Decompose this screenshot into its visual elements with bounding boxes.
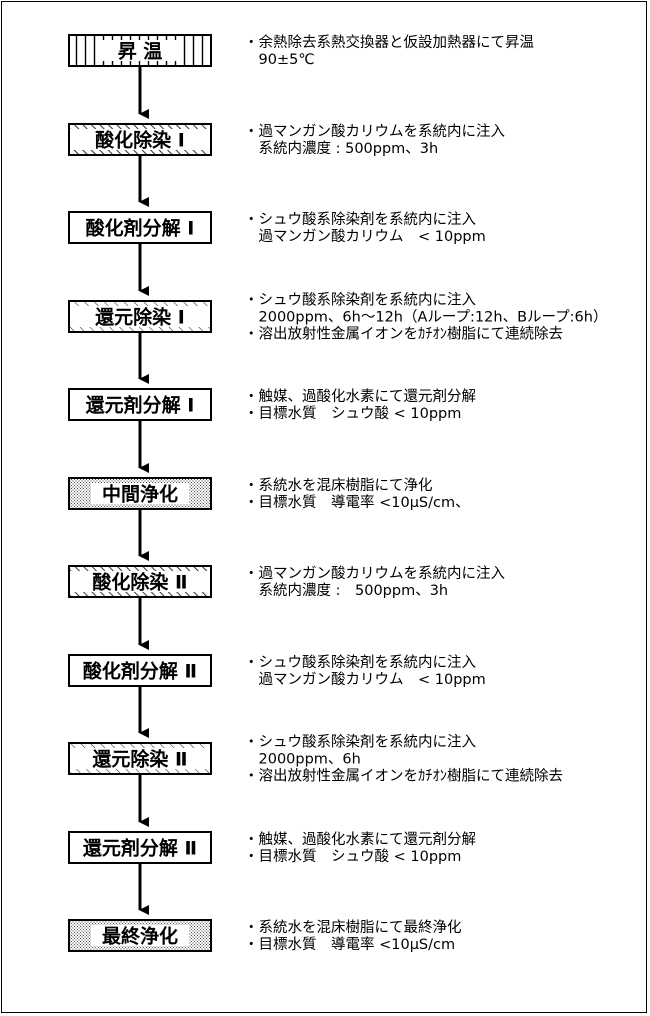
step-note-line: ・余熱除去系熱交換器と仮設加熱器にて昇温 — [244, 33, 534, 51]
step-box — [68, 388, 212, 421]
flow-step: 最終浄化 ・系統水を混床樹脂にて最終浄化・目標水質 導電率 <10μS/cm — [68, 919, 462, 953]
step-note-line: ・系統水を混床樹脂にて浄化 — [244, 477, 433, 494]
step-note-line: ・目標水質 シュウ酸 < 10ppm — [244, 404, 461, 422]
flow-step: 昇 温 ・余熱除去系熱交換器と仮設加熱器にて昇温 90±5℃ — [68, 33, 534, 68]
flow-step: 酸化除染 Ⅰ ・過マンガン酸カリウムを系統内に注入 系統内濃度 : 500ppm、… — [68, 123, 505, 157]
step-note-line: 2000ppm、6h～12h（Aループ:12h、Bループ:6h） — [244, 309, 607, 326]
flow-step: 酸化除染 Ⅱ ・過マンガン酸カリウムを系統内に注入 系統内濃度 : 500ppm、… — [68, 565, 505, 599]
step-note-line: ・目標水質 シュウ酸 < 10ppm — [244, 847, 461, 865]
step-note-line: ・過マンガン酸カリウムを系統内に注入 — [244, 123, 505, 140]
flow-step: 還元剤分解 Ⅰ ・触媒、過酸化水素にて還元剤分解・目標水質 シュウ酸 < 10pp… — [68, 388, 476, 422]
step-note-line: ・系統水を混床樹脂にて最終浄化 — [244, 919, 462, 936]
label-backdrop — [70, 571, 210, 592]
label-backdrop — [101, 40, 179, 61]
flow-step: 酸化剤分解 Ⅰ ・シュウ酸系除染剤を系統内に注入 過マンガン酸カリウム < 10p… — [68, 211, 486, 245]
step-note-line: ・シュウ酸系除染剤を系統内に注入 — [244, 292, 476, 309]
step-label: 還元剤分解 Ⅰ — [86, 394, 195, 417]
step-note-line: 過マンガン酸カリウム < 10ppm — [244, 228, 486, 245]
step-note-line: ・溶出放射性金属イオンをｶﾁｵﾝ樹脂にて連続除去 — [244, 326, 563, 343]
step-note-line: ・触媒、過酸化水素にて還元剤分解 — [244, 388, 476, 405]
step-note-line: ・シュウ酸系除染剤を系統内に注入 — [244, 654, 476, 671]
step-label: 最終浄化 — [102, 925, 178, 948]
flow-step: 酸化剤分解 Ⅱ ・シュウ酸系除染剤を系統内に注入 過マンガン酸カリウム < 10p… — [68, 654, 486, 688]
step-label: 還元剤分解 Ⅱ — [83, 837, 197, 860]
step-note-line: 系統内濃度 : 500ppm、3h — [244, 140, 438, 157]
flow-step: 中間浄化 ・系統水を混床樹脂にて浄化・目標水質 導電率 <10μS/cm、 — [68, 477, 470, 511]
step-note-line: ・溶出放射性金属イオンをｶﾁｵﾝ樹脂にて連続除去 — [244, 768, 563, 785]
step-note-line: 過マンガン酸カリウム < 10ppm — [244, 671, 486, 688]
step-box — [68, 211, 212, 244]
step-label: 酸化除染 Ⅰ — [95, 129, 185, 152]
step-note-line: ・目標水質 導電率 <10μS/cm — [244, 935, 455, 953]
flow-step: 還元剤分解 Ⅱ ・触媒、過酸化水素にて還元剤分解・目標水質 シュウ酸 < 10pp… — [68, 831, 476, 865]
step-label: 還元除染 Ⅰ — [95, 306, 185, 329]
step-note-line: ・触媒、過酸化水素にて還元剤分解 — [244, 831, 476, 848]
step-note-line: ・シュウ酸系除染剤を系統内に注入 — [244, 211, 476, 228]
step-label: 還元除染 Ⅱ — [92, 748, 187, 771]
step-label: 酸化除染 Ⅱ — [92, 571, 187, 594]
step-label: 昇 温 — [118, 41, 163, 63]
step-box — [68, 831, 212, 864]
step-note-line: ・過マンガン酸カリウムを系統内に注入 — [244, 565, 505, 582]
step-note-line: 90±5℃ — [244, 52, 315, 68]
step-note-line: ・目標水質 導電率 <10μS/cm、 — [244, 493, 470, 511]
step-label: 酸化剤分解 Ⅰ — [86, 217, 195, 240]
flow-step: 還元除染 Ⅰ ・シュウ酸系除染剤を系統内に注入 2000ppm、6h～12h（Aル… — [68, 292, 607, 343]
flow-step: 還元除染 Ⅱ ・シュウ酸系除染剤を系統内に注入 2000ppm、6h・溶出放射性金… — [68, 734, 563, 785]
label-backdrop — [91, 483, 189, 504]
label-backdrop — [70, 129, 210, 150]
step-note-line: 2000ppm、6h — [244, 752, 361, 768]
label-backdrop — [91, 925, 189, 946]
label-backdrop — [70, 748, 210, 769]
step-box — [68, 654, 212, 687]
step-note-line: ・シュウ酸系除染剤を系統内に注入 — [244, 734, 476, 751]
step-label: 酸化剤分解 Ⅱ — [83, 660, 197, 683]
label-backdrop — [70, 306, 210, 327]
step-note-line: 系統内濃度 : 500ppm、3h — [244, 582, 448, 599]
step-label: 中間浄化 — [102, 483, 178, 506]
